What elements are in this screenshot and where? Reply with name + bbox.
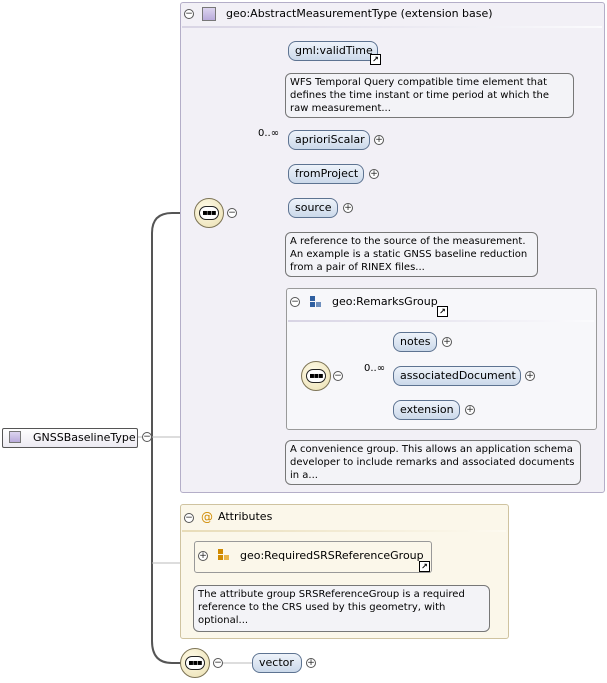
header-divider: [288, 320, 594, 322]
expand-toggle[interactable]: +: [369, 169, 379, 179]
remarks-group-title: geo:RemarksGroup: [332, 295, 438, 308]
root-label: GNSSBaselineType: [33, 431, 136, 444]
element-extension[interactable]: extension: [393, 400, 460, 420]
attributes-title: Attributes: [218, 510, 273, 523]
group-icon: [308, 295, 322, 309]
sequence-icon: ▪▪▪: [185, 656, 205, 670]
annotation-attributes: The attribute group SRSReferenceGroup is…: [193, 585, 490, 632]
attribute-group-icon: [216, 548, 230, 562]
extension-title: geo:AbstractMeasurementType (extension b…: [226, 7, 493, 20]
annotation-remarks-group: A convenience group. This allows an appl…: [285, 440, 581, 485]
sequence-compositor[interactable]: ▪▪▪: [301, 361, 331, 391]
sequence-compositor[interactable]: ▪▪▪: [194, 198, 224, 228]
annotation-validtime: WFS Temporal Query compatible time eleme…: [285, 73, 574, 118]
sequence-icon: ▪▪▪: [199, 206, 219, 220]
root-element-gnssbaselinetype[interactable]: GNSSBaselineType: [2, 428, 138, 448]
sequence-compositor[interactable]: ▪▪▪: [180, 648, 210, 678]
element-aprioriscalar[interactable]: aprioriScalar: [288, 130, 370, 150]
element-source[interactable]: source: [288, 198, 338, 218]
attribute-group-expand-toggle[interactable]: +: [198, 551, 208, 561]
attribute-group-required-srs[interactable]: [194, 541, 432, 573]
extension-collapse-toggle[interactable]: −: [184, 9, 194, 19]
cardinality-label: 0..∞: [258, 128, 280, 139]
element-label: vector: [259, 656, 294, 669]
element-label: source: [295, 201, 332, 214]
expand-toggle[interactable]: +: [465, 405, 475, 415]
attributes-collapse-toggle[interactable]: −: [184, 513, 194, 523]
sequence-collapse-toggle[interactable]: −: [213, 658, 223, 668]
sequence-collapse-toggle[interactable]: −: [227, 208, 237, 218]
remarks-collapse-toggle[interactable]: −: [290, 297, 300, 307]
external-link-icon[interactable]: ↗: [370, 54, 381, 65]
expand-toggle[interactable]: +: [525, 371, 535, 381]
expand-toggle[interactable]: +: [343, 203, 353, 213]
type-icon: [202, 7, 216, 21]
external-link-icon[interactable]: ↗: [437, 306, 448, 317]
element-label: gml:validTime: [295, 44, 373, 57]
cardinality-label: 0..∞: [364, 363, 386, 374]
external-link-icon[interactable]: ↗: [419, 561, 430, 572]
element-label: extension: [400, 403, 454, 416]
element-associateddocument[interactable]: associatedDocument: [393, 366, 521, 386]
expand-toggle[interactable]: +: [374, 135, 384, 145]
expand-toggle[interactable]: +: [306, 658, 316, 668]
complex-type-icon: [9, 431, 21, 443]
root-collapse-toggle[interactable]: −: [142, 432, 152, 442]
annotation-source: A reference to the source of the measure…: [285, 232, 538, 277]
element-gml-validtime[interactable]: gml:validTime: [288, 41, 378, 61]
element-notes[interactable]: notes: [393, 332, 437, 352]
header-divider: [182, 530, 506, 532]
element-vector[interactable]: vector: [252, 653, 302, 673]
attribute-at-icon: @: [201, 510, 213, 524]
expand-toggle[interactable]: +: [442, 337, 452, 347]
element-label: associatedDocument: [400, 369, 516, 382]
attribute-group-label: geo:RequiredSRSReferenceGroup: [240, 549, 424, 562]
element-label: aprioriScalar: [295, 133, 365, 146]
element-label: fromProject: [295, 167, 359, 180]
element-fromproject[interactable]: fromProject: [288, 164, 364, 184]
header-divider: [182, 26, 602, 28]
sequence-icon: ▪▪▪: [306, 369, 326, 383]
element-label: notes: [400, 335, 431, 348]
sequence-collapse-toggle[interactable]: −: [333, 371, 343, 381]
